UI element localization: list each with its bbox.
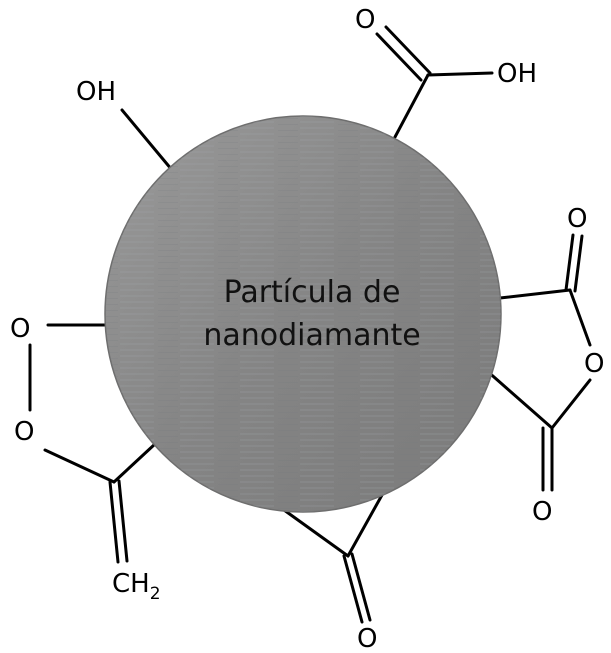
bond-anhydride-top-double-b [573, 234, 584, 293]
bond-anhydride-top-double-a [564, 233, 575, 292]
bond-anhydride-bottom-stem [484, 368, 554, 430]
particle-label-line1: Partícula de [224, 275, 401, 310]
bonds [28, 25, 592, 624]
nanodiamond-particle: Partícula de nanodiamante [104, 115, 502, 513]
bond-methylene-double-b [117, 479, 129, 563]
bond-peroxide-c-surface [112, 442, 157, 484]
methylene-ch: CH [112, 569, 150, 599]
anhydride-o-ring-label: O [584, 349, 604, 379]
bond-ketone-left [282, 508, 350, 558]
bond-ketone-double-b [350, 552, 372, 622]
bond-carboxyl-stem [393, 73, 430, 139]
bond-peroxide-o-c [43, 448, 116, 484]
bond-carboxyl-double-b [375, 32, 423, 82]
anhydride-o-top-label: O [567, 204, 587, 234]
particle-label-line2: nanodiamante [203, 318, 420, 353]
bond-anhydride-top-stem [498, 288, 572, 300]
bond-anhydride-ring-bottom [550, 378, 592, 430]
bond-methylene-double-a [108, 480, 120, 564]
anhydride-o-bottom-label: O [532, 497, 552, 527]
bond-ketone-right [346, 493, 384, 558]
bond-carboxyl-c-oh [426, 71, 494, 77]
hydroxyl-label: OH [76, 77, 116, 107]
peroxide-o-top-label: O [10, 314, 30, 344]
bond-hydroxyl [120, 108, 174, 172]
bond-carboxyl-double-a [384, 25, 432, 75]
carboxyl-oh-label: OH [497, 59, 537, 89]
bond-ketone-double-a [342, 554, 364, 624]
bond-anhydride-top-ring [568, 288, 592, 347]
ketone-o-label: O [357, 624, 377, 653]
atom-labels: OH O OH O O O O O O CH2 [10, 5, 604, 653]
methylene-subscript: 2 [150, 584, 161, 604]
peroxide-o-bottom-label: O [14, 417, 34, 447]
methylene-label: CH2 [112, 569, 161, 604]
carboxyl-o-label: O [355, 5, 375, 35]
